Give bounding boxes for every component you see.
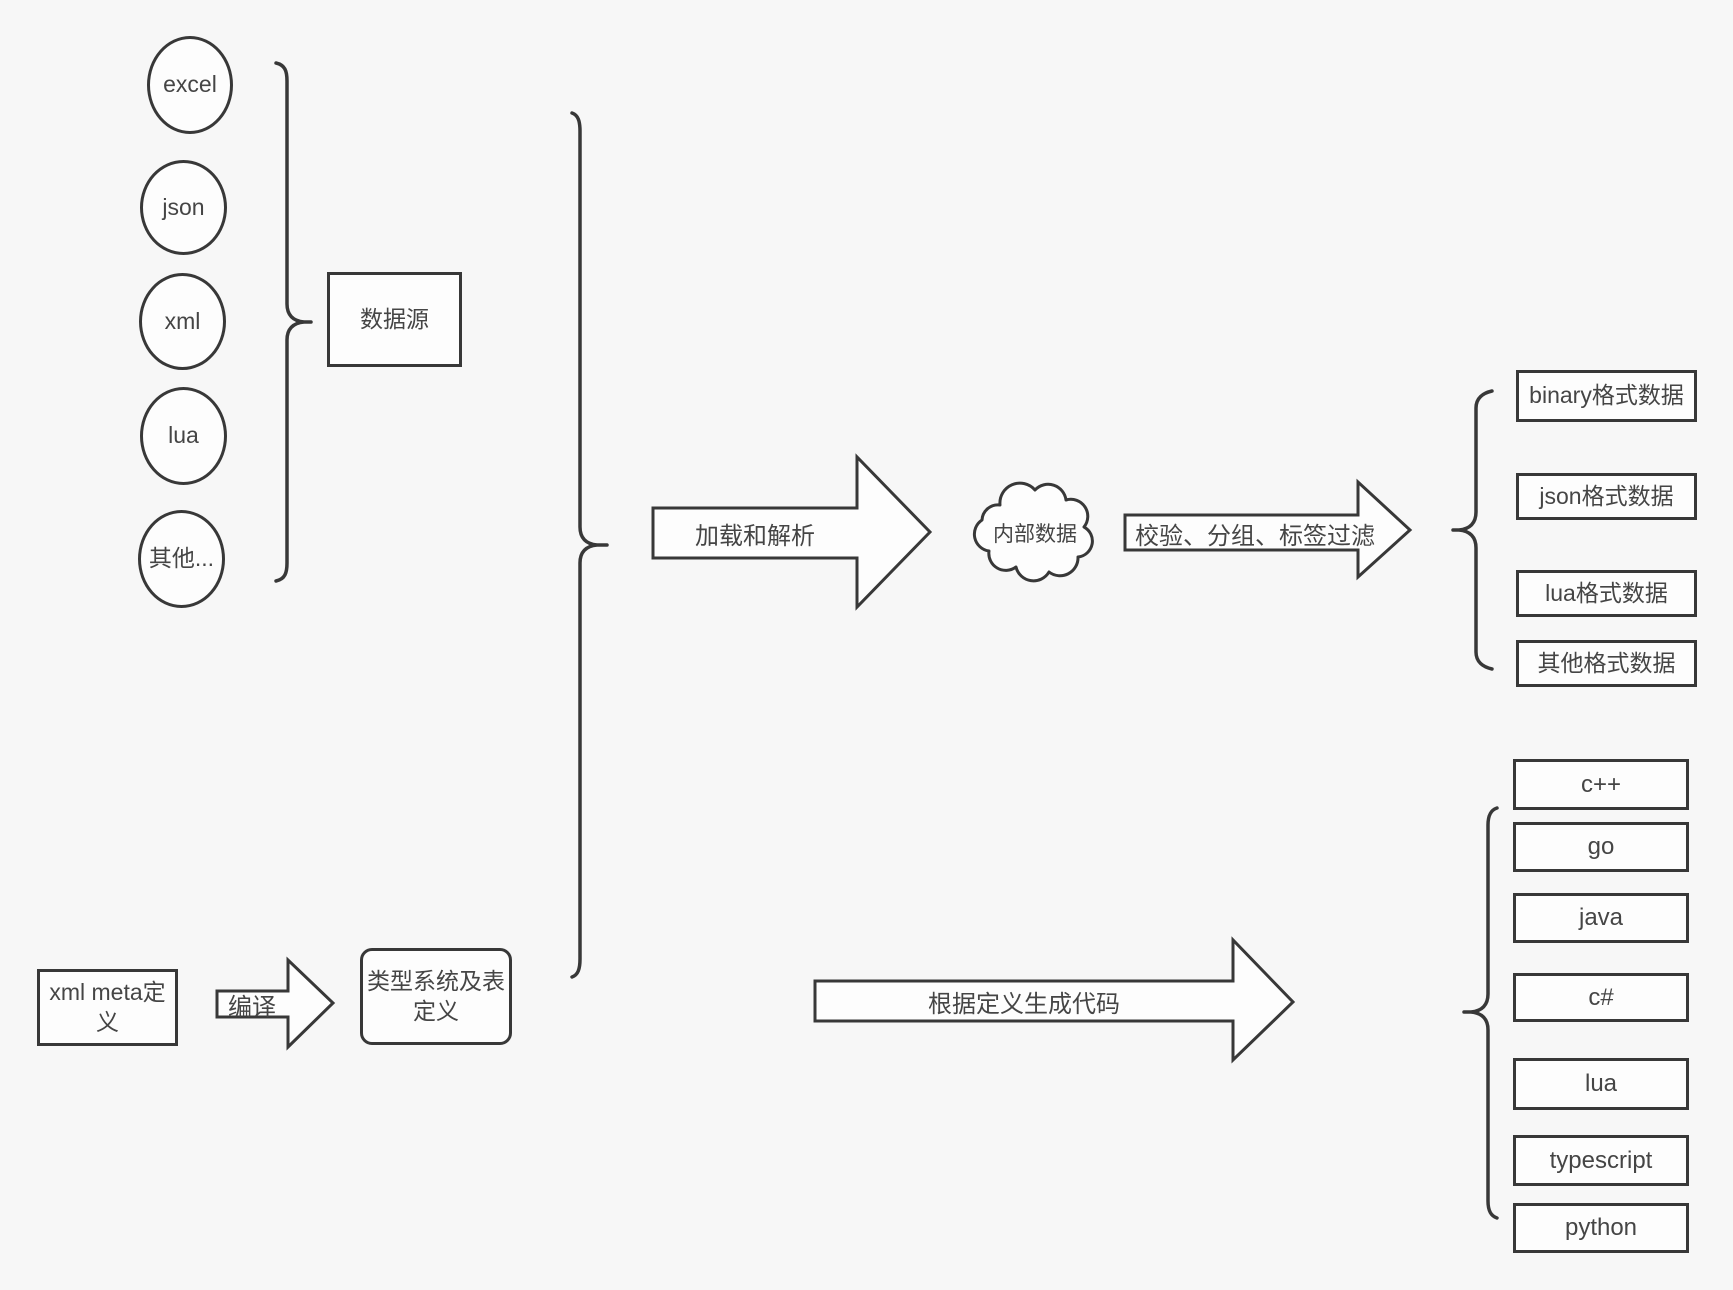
output-box-binary: binary格式数据 — [1516, 370, 1697, 422]
source-node-xml: xml — [139, 273, 226, 370]
language-box-cpp: c++ — [1513, 759, 1689, 810]
internal-data-label: 内部数据 — [993, 523, 1077, 546]
languages-brace — [1462, 806, 1499, 1220]
language-box-csharp: c# — [1513, 973, 1689, 1022]
source-node-lua: lua — [140, 387, 227, 485]
internal-data-cloud — [972, 481, 1094, 583]
compile-arrow-label: 编译 — [228, 993, 276, 1021]
type-system-box: 类型系统及表定义 — [360, 948, 512, 1045]
generate-arrow-shape — [813, 936, 1296, 1064]
load-arrow-shape — [651, 453, 933, 611]
language-box-python: python — [1513, 1203, 1689, 1253]
data-source-box: 数据源 — [327, 272, 462, 367]
source-node-json: json — [140, 160, 227, 255]
sources-brace — [274, 61, 313, 583]
source-node-other: 其他... — [138, 510, 225, 608]
filter-arrow-shape — [1123, 478, 1413, 581]
language-box-typescript: typescript — [1513, 1135, 1689, 1186]
xml-meta-box: xml meta定义 — [37, 969, 178, 1046]
inputs-brace — [570, 111, 609, 979]
load-arrow-label: 加载和解析 — [695, 522, 815, 550]
language-box-go: go — [1513, 822, 1689, 872]
filter-arrow-label: 校验、分组、标签过滤 — [1135, 522, 1375, 550]
generate-arrow-label: 根据定义生成代码 — [928, 990, 1120, 1018]
source-node-excel: excel — [147, 36, 233, 134]
language-box-lua: lua — [1513, 1058, 1689, 1110]
output-box-lua: lua格式数据 — [1516, 570, 1697, 617]
compile-arrow-shape — [215, 956, 336, 1051]
language-box-java: java — [1513, 893, 1689, 943]
output-box-json: json格式数据 — [1516, 473, 1697, 520]
output-box-other: 其他格式数据 — [1516, 640, 1697, 687]
outputs-brace — [1451, 389, 1494, 671]
